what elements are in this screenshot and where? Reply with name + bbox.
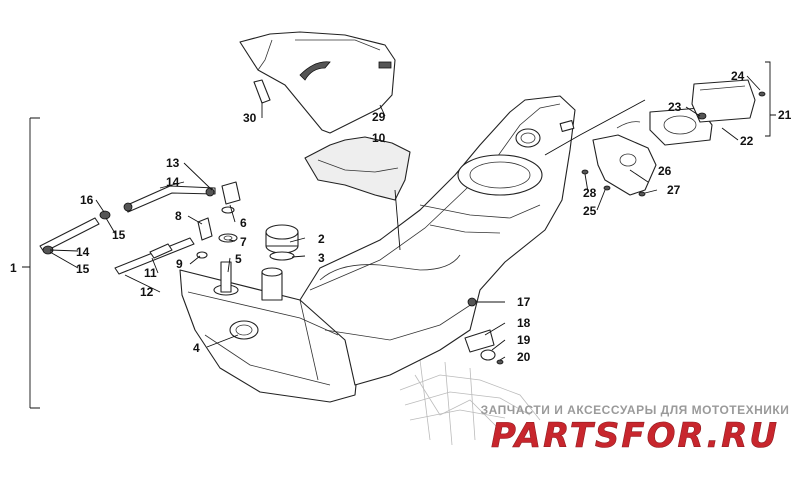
frame-background xyxy=(399,359,541,446)
small-fittings xyxy=(196,181,241,259)
callout-28: 28 xyxy=(583,186,597,200)
gas-cap xyxy=(265,224,299,261)
seat-foam xyxy=(304,136,411,201)
callout-7: 7 xyxy=(240,235,247,249)
callout-3: 3 xyxy=(318,251,325,265)
callout-20: 20 xyxy=(517,350,531,364)
callout-10: 10 xyxy=(372,131,386,145)
callout-8: 8 xyxy=(175,209,182,223)
fuel-lines xyxy=(39,185,216,275)
callout-9: 9 xyxy=(176,257,183,271)
taillight-assembly xyxy=(581,79,766,197)
callout-26: 26 xyxy=(658,164,672,178)
callout-29: 29 xyxy=(372,110,386,124)
callout-24: 24 xyxy=(731,69,745,83)
callout-13: 13 xyxy=(166,156,180,170)
callout-4: 4 xyxy=(193,341,200,355)
seat-cover xyxy=(239,31,396,134)
seat-body xyxy=(299,95,576,386)
watermark-logo: PARTSFOR.RU xyxy=(491,416,779,456)
callout-16: 16 xyxy=(80,193,94,207)
callout-11: 11 xyxy=(144,266,157,280)
callout-2: 2 xyxy=(318,232,325,246)
callout-12: 12 xyxy=(140,285,154,299)
watermark-caption: ЗАПЧАСТИ И АКСЕССУАРЫ ДЛЯ МОТОТЕХНИКИ xyxy=(480,403,790,417)
callout-25: 25 xyxy=(583,204,597,218)
callout-14-lower: 14 xyxy=(76,245,90,259)
callout-15-upper: 15 xyxy=(112,228,126,242)
callout-15-lower: 15 xyxy=(76,262,90,276)
filler-neck xyxy=(261,267,283,301)
callout-17: 17 xyxy=(517,295,531,309)
leader-lines xyxy=(22,61,776,409)
callout-6: 6 xyxy=(240,216,247,230)
fuel-tank xyxy=(179,261,361,403)
callout-23: 23 xyxy=(668,100,682,114)
callout-14-upper: 14 xyxy=(166,175,180,189)
callout-22: 22 xyxy=(740,134,754,148)
callout-19: 19 xyxy=(517,333,531,347)
callout-27: 27 xyxy=(667,183,681,197)
callout-1: 1 xyxy=(10,261,17,275)
mount-bracket xyxy=(464,297,504,365)
callout-labels: 1 2 3 4 5 6 7 8 9 10 11 12 13 14 15 16 1… xyxy=(10,69,792,364)
callout-18: 18 xyxy=(517,316,531,330)
callout-21: 21 xyxy=(778,108,792,122)
callout-30: 30 xyxy=(243,111,257,125)
callout-5: 5 xyxy=(235,252,242,266)
